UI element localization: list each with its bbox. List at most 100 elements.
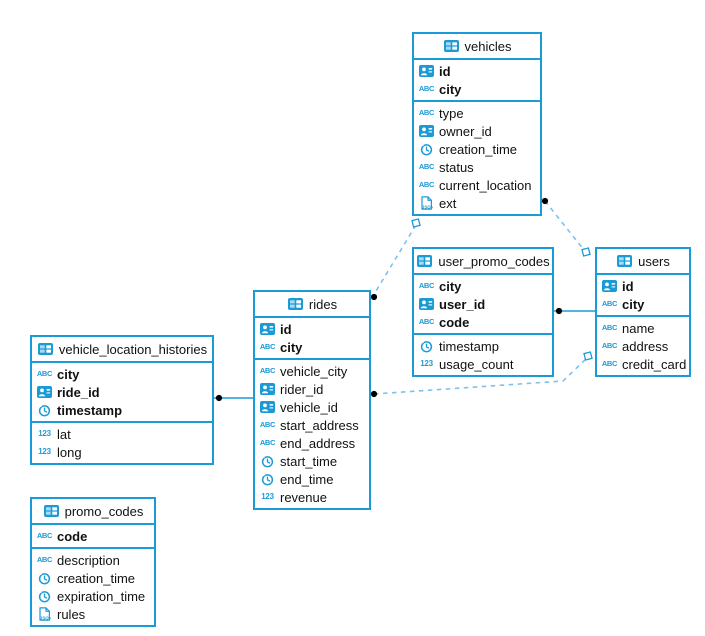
column-name: ride_id bbox=[57, 384, 100, 400]
column-row-id: id bbox=[597, 277, 689, 295]
column-name: end_address bbox=[280, 435, 356, 451]
column-name: ext bbox=[439, 195, 457, 211]
relation-rides-vehicles bbox=[370, 218, 421, 301]
table-header-vehicle_location_histories[interactable]: vehicle_location_histories bbox=[32, 337, 212, 363]
relation-dot-marker bbox=[370, 293, 378, 301]
id-icon bbox=[259, 401, 276, 413]
abc-icon: ABC bbox=[601, 299, 618, 309]
clock-icon bbox=[418, 143, 435, 156]
abc-icon: ABC bbox=[601, 341, 618, 351]
table-icon bbox=[443, 40, 460, 52]
table-header-vehicles[interactable]: vehicles bbox=[414, 34, 540, 60]
id-icon bbox=[418, 298, 435, 310]
column-name: address bbox=[622, 338, 669, 354]
column-row-vehicle_id: vehicle_id bbox=[255, 398, 369, 416]
column-row-id: id bbox=[414, 62, 540, 80]
table-icon bbox=[37, 343, 54, 355]
relation-dot-marker bbox=[370, 390, 378, 398]
column-name: user_id bbox=[439, 296, 486, 312]
column-name: timestamp bbox=[439, 338, 499, 354]
id-icon bbox=[36, 386, 53, 398]
table-header-users[interactable]: users bbox=[597, 249, 689, 275]
table-icon bbox=[43, 505, 60, 517]
column-name: rider_id bbox=[280, 381, 324, 397]
id-icon bbox=[418, 125, 435, 137]
relation-rides-users bbox=[370, 351, 593, 398]
relation-parent-marker bbox=[581, 247, 591, 257]
id-icon bbox=[259, 323, 276, 335]
column-name: rules bbox=[57, 606, 86, 622]
table-icon bbox=[287, 298, 304, 310]
column-name: usage_count bbox=[439, 356, 514, 372]
column-name: name bbox=[622, 320, 655, 336]
abc-icon: ABC bbox=[259, 438, 276, 448]
num-icon: 123 bbox=[420, 359, 433, 368]
relation-dot-marker bbox=[541, 197, 549, 205]
table-icon bbox=[416, 255, 433, 267]
table-header-promo_codes[interactable]: promo_codes bbox=[32, 499, 154, 525]
column-name: code bbox=[57, 528, 88, 544]
abc-icon: ABC bbox=[418, 108, 435, 118]
abc-icon: ABC bbox=[418, 317, 435, 327]
table-header-rides[interactable]: rides bbox=[255, 292, 369, 318]
column-name: owner_id bbox=[439, 123, 492, 139]
column-name: creation_time bbox=[57, 570, 136, 586]
abc-icon: ABC bbox=[36, 369, 53, 379]
abc-icon: ABC bbox=[601, 323, 618, 333]
clock-icon bbox=[36, 572, 53, 585]
abc-icon: ABC bbox=[418, 281, 435, 291]
clock-icon bbox=[259, 455, 276, 468]
column-row-creation_time: creation_time bbox=[414, 140, 540, 158]
clock-icon bbox=[36, 404, 53, 417]
id-icon bbox=[418, 65, 435, 77]
relation-vehicles-users bbox=[541, 197, 591, 257]
abc-icon: ABC bbox=[418, 180, 435, 190]
relation-dot-marker bbox=[555, 307, 563, 315]
json-icon: JSON bbox=[36, 607, 53, 621]
svg-text:JSON: JSON bbox=[40, 616, 51, 621]
column-name: city bbox=[280, 339, 303, 355]
column-row-end_address: ABC end_address bbox=[255, 434, 369, 452]
column-row-start_time: start_time bbox=[255, 452, 369, 470]
table-title: vehicles bbox=[464, 38, 512, 54]
column-name: code bbox=[439, 314, 470, 330]
column-row-rules: JSON rules bbox=[32, 605, 154, 623]
column-row-code: ABC code bbox=[414, 313, 552, 331]
table-header-user_promo_codes[interactable]: user_promo_codes bbox=[414, 249, 552, 275]
table-title: vehicle_location_histories bbox=[58, 341, 208, 357]
column-name: timestamp bbox=[57, 402, 123, 418]
column-row-address: ABC address bbox=[597, 337, 689, 355]
table-title: user_promo_codes bbox=[438, 253, 550, 269]
column-name: status bbox=[439, 159, 474, 175]
relation-line[interactable] bbox=[544, 200, 585, 251]
relation-line[interactable] bbox=[373, 357, 588, 395]
column-row-expiration_time: expiration_time bbox=[32, 587, 154, 605]
column-row-owner_id: owner_id bbox=[414, 122, 540, 140]
